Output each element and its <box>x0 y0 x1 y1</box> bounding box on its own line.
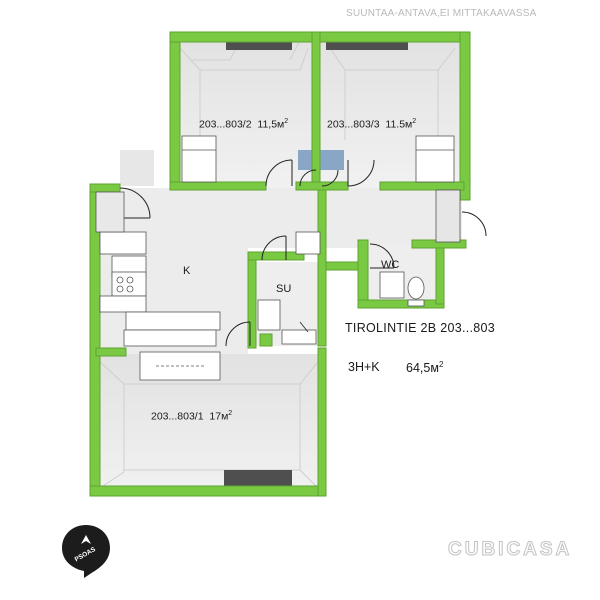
room-area-unit: 2 <box>228 410 233 417</box>
apartment-area: 64,5м2 <box>406 360 443 375</box>
room-label-bedroom-1: 203...803/1 17м2 <box>151 410 232 423</box>
room-label-bedroom-3: 203...803/3 11.5м2 <box>327 118 416 131</box>
doors <box>119 159 487 347</box>
room-label-sauna: SU <box>276 283 292 295</box>
fixtures <box>95 135 461 381</box>
room-area: 11,5м <box>257 118 285 131</box>
room-area: 11.5м <box>385 118 413 131</box>
floor-areas <box>96 40 462 492</box>
rooms-summary: 3H+K <box>348 360 380 374</box>
apartment-area-unit: 2 <box>438 360 444 369</box>
apartment-address: TIROLINTIE 2B 203...803 <box>345 321 496 335</box>
apartment-area-value: 64,5м <box>406 361 439 376</box>
room-name: 203...803/1 <box>151 410 204 423</box>
room-area-unit: 2 <box>284 118 289 125</box>
disclaimer-text: SUUNTAA-ANTAVA,EI MITTAKAAVASSA <box>346 8 537 19</box>
psoas-badge: PSOAS <box>62 525 110 578</box>
room-area-unit: 2 <box>412 118 417 125</box>
room-label-kitchen: K <box>183 265 191 277</box>
cubicasa-logo: CUBICASA <box>447 539 573 561</box>
room-label-wc: WC <box>381 259 400 271</box>
walls <box>89 31 471 497</box>
room-label-bedroom-2: 203...803/2 11,5м2 <box>199 118 288 131</box>
room-area: 17м <box>209 410 229 423</box>
room-name: 203...803/3 <box>327 118 380 131</box>
room-name: 203...803/2 <box>199 118 252 131</box>
